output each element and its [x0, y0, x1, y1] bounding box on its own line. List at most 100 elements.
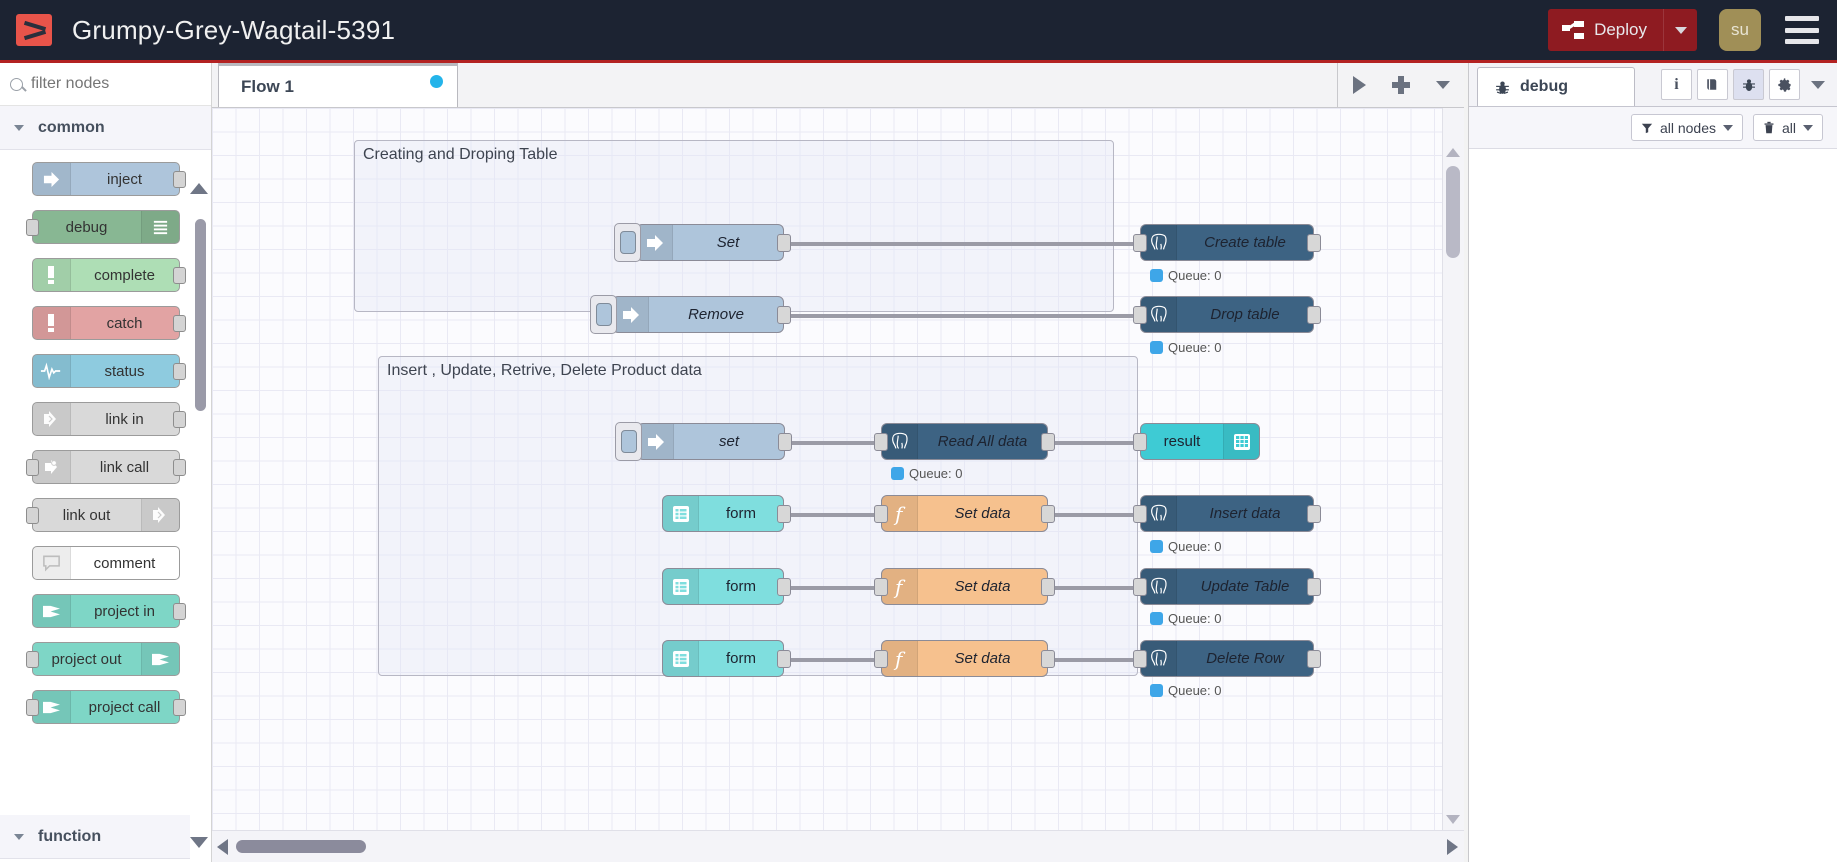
tab-flow-1[interactable]: Flow 1: [218, 63, 458, 107]
node-set-data-delete[interactable]: f Set data: [874, 640, 1055, 677]
deploy-button-main[interactable]: Deploy: [1548, 9, 1663, 51]
deploy-button[interactable]: Deploy: [1548, 9, 1697, 51]
output-port[interactable]: [777, 578, 791, 596]
node-filter-button[interactable]: all nodes: [1630, 114, 1743, 141]
output-port[interactable]: [1307, 650, 1321, 668]
palette-category-function[interactable]: function: [0, 815, 190, 859]
filter-nodes-input[interactable]: [31, 75, 201, 93]
node-update-table[interactable]: Update Table: [1133, 568, 1321, 605]
palette-node-project-call[interactable]: project call: [25, 690, 186, 724]
clear-filter-button[interactable]: all: [1752, 114, 1823, 141]
output-port[interactable]: [1307, 578, 1321, 596]
output-port[interactable]: [1041, 433, 1055, 451]
node-create-table[interactable]: Create table: [1133, 224, 1321, 261]
input-port[interactable]: [1133, 578, 1147, 596]
node-drop-table[interactable]: Drop table: [1133, 296, 1321, 333]
canvas-horizontal-scrollbar[interactable]: [212, 830, 1464, 862]
palette-node-catch[interactable]: catch: [31, 306, 186, 340]
output-port[interactable]: [777, 650, 791, 668]
help-tab-button[interactable]: [1697, 69, 1728, 100]
palette-search[interactable]: [0, 63, 211, 106]
palette-node-project-out[interactable]: project out: [25, 642, 180, 676]
input-port[interactable]: [1133, 650, 1147, 668]
main-menu-button[interactable]: [1785, 16, 1819, 44]
input-port[interactable]: [25, 507, 39, 524]
input-port[interactable]: [874, 433, 888, 451]
node-read-all-data[interactable]: Read All data: [874, 423, 1055, 460]
palette-node-debug[interactable]: debug: [25, 210, 180, 244]
input-port[interactable]: [1133, 234, 1147, 252]
scroll-up-icon[interactable]: [190, 183, 208, 194]
node-remove-inject[interactable]: Remove: [590, 295, 791, 334]
scroll-up-icon[interactable]: [1446, 148, 1460, 157]
input-port[interactable]: [25, 219, 39, 236]
input-port[interactable]: [874, 578, 888, 596]
info-tab-button[interactable]: i: [1661, 69, 1692, 100]
sidebar-menu-button[interactable]: [1805, 80, 1831, 89]
flow-canvas[interactable]: Creating and Droping Table Set Create ta…: [212, 108, 1464, 862]
output-port[interactable]: [1307, 306, 1321, 324]
palette-node-link-in[interactable]: link in: [31, 402, 186, 436]
node-form-update[interactable]: form: [662, 568, 791, 605]
node-set-data-insert[interactable]: f Set data: [874, 495, 1055, 532]
output-port[interactable]: [1041, 578, 1055, 596]
node-set-inject-2[interactable]: set: [615, 422, 792, 461]
output-port[interactable]: [777, 505, 791, 523]
input-port[interactable]: [874, 650, 888, 668]
node-set-data-update[interactable]: f Set data: [874, 568, 1055, 605]
output-port[interactable]: [1307, 505, 1321, 523]
node-set-inject[interactable]: Set: [614, 223, 791, 262]
palette-node-status[interactable]: status: [31, 354, 186, 388]
output-port[interactable]: [172, 171, 186, 188]
output-port[interactable]: [172, 267, 186, 284]
run-flow-button[interactable]: [1338, 63, 1380, 107]
palette-node-complete[interactable]: complete: [31, 258, 186, 292]
add-flow-button[interactable]: [1380, 63, 1422, 107]
node-insert-data[interactable]: Insert data: [1133, 495, 1321, 532]
debug-tab-button[interactable]: [1733, 69, 1764, 100]
input-port[interactable]: [1133, 505, 1147, 523]
output-port[interactable]: [1041, 650, 1055, 668]
node-form-insert[interactable]: form: [662, 495, 791, 532]
palette-node-comment[interactable]: comment: [31, 546, 180, 580]
palette-node-inject[interactable]: inject: [31, 162, 186, 196]
output-port[interactable]: [1041, 505, 1055, 523]
input-port[interactable]: [25, 651, 39, 668]
input-port[interactable]: [1133, 306, 1147, 324]
canvas-vertical-scrollbar[interactable]: [1442, 108, 1464, 830]
output-port[interactable]: [172, 315, 186, 332]
scroll-right-icon[interactable]: [1447, 839, 1458, 855]
avatar[interactable]: su: [1719, 9, 1761, 51]
output-port[interactable]: [172, 411, 186, 428]
input-port[interactable]: [1133, 433, 1147, 451]
palette-node-link-out[interactable]: link out: [25, 498, 180, 532]
output-port[interactable]: [172, 699, 186, 716]
output-port[interactable]: [172, 363, 186, 380]
palette-node-link-call[interactable]: link call: [25, 450, 186, 484]
inject-trigger-button[interactable]: [614, 223, 641, 262]
output-port[interactable]: [777, 234, 791, 252]
palette-scrollbar[interactable]: [195, 111, 209, 851]
output-port[interactable]: [1307, 234, 1321, 252]
flow-menu-button[interactable]: [1422, 63, 1464, 107]
node-result-table[interactable]: result: [1133, 423, 1260, 460]
input-port[interactable]: [25, 459, 39, 476]
output-port[interactable]: [172, 459, 186, 476]
inject-trigger-button[interactable]: [615, 422, 642, 461]
tab-debug[interactable]: debug: [1477, 67, 1635, 106]
output-port[interactable]: [778, 433, 792, 451]
node-form-delete[interactable]: form: [662, 640, 791, 677]
inject-trigger-button[interactable]: [590, 295, 617, 334]
node-delete-row[interactable]: Delete Row: [1133, 640, 1321, 677]
input-port[interactable]: [25, 699, 39, 716]
scroll-left-icon[interactable]: [217, 839, 228, 855]
canvas-hscroll-thumb[interactable]: [236, 840, 366, 853]
palette-category-common[interactable]: common: [0, 106, 211, 150]
palette-scrollbar-thumb[interactable]: [195, 219, 206, 411]
canvas-vscroll-thumb[interactable]: [1446, 166, 1460, 258]
config-tab-button[interactable]: [1769, 69, 1800, 100]
palette-node-project-in[interactable]: project in: [31, 594, 186, 628]
deploy-dropdown-button[interactable]: [1663, 9, 1697, 51]
scroll-down-icon[interactable]: [190, 837, 208, 848]
debug-message-list[interactable]: [1469, 149, 1837, 862]
